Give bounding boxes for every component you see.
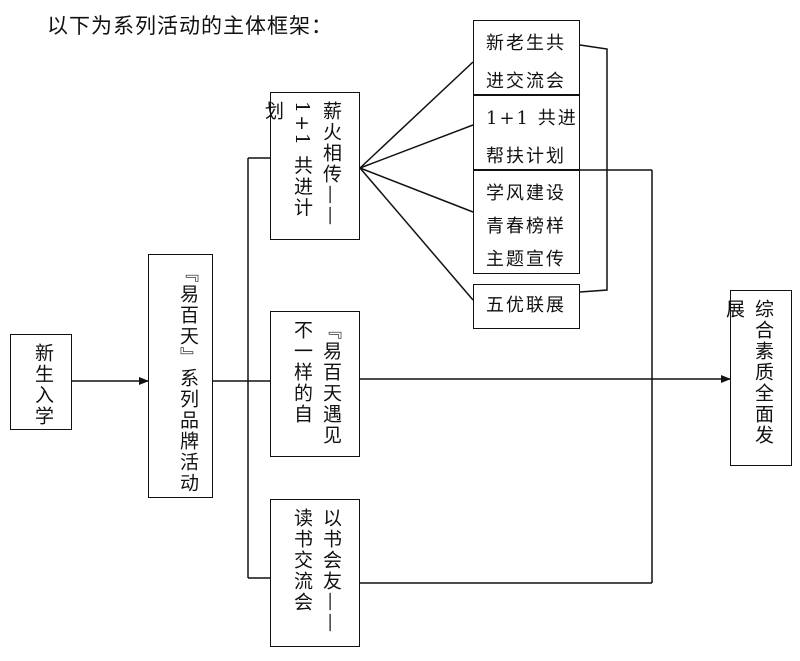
page-title: 以下为系列活动的主体框架：: [47, 14, 333, 38]
node-brand: 『易百天』系列品牌活动: [148, 254, 213, 498]
node-study: 学风建设青春榜样主题宣传: [473, 170, 580, 274]
node-result: 综合素质全面发展: [723, 290, 792, 466]
fan-line-1: [359, 61, 474, 169]
node-help: 1+1 共进帮扶计划: [473, 95, 580, 170]
node-wuyou: 五优联展: [473, 284, 580, 329]
group-bracket: [579, 44, 608, 293]
node-meet: 『易百天遇见不一样的自: [270, 311, 360, 457]
fan-line-4: [359, 167, 474, 301]
node-xinhuo: 薪火相传——1+1 共进计划: [262, 92, 360, 240]
node-reading: 以书会友——读书交流会: [270, 499, 360, 647]
fan-line-2: [359, 124, 474, 169]
fan-line-3: [359, 167, 474, 213]
node-freshman: 新生入学: [10, 334, 72, 430]
node-exchange: 新老生共进交流会: [473, 20, 580, 95]
